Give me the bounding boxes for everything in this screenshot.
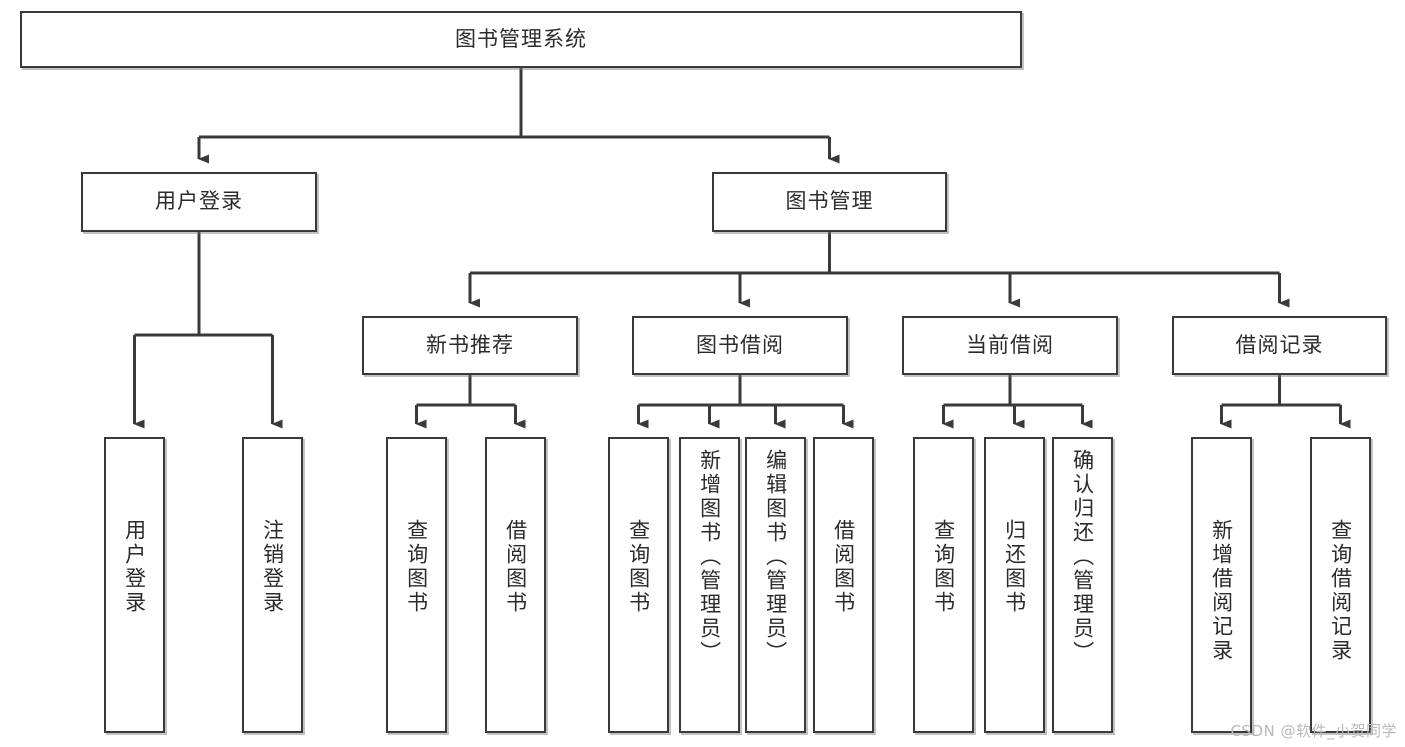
node-label-leaf-query-record: 查询借阅记录	[1328, 519, 1353, 663]
node-label-leaf-user-login: 用户登录	[122, 519, 147, 615]
node-label-leaf-query-book-3: 查询图书	[931, 519, 956, 615]
connector-edges	[133, 68, 1351, 429]
node-label-current-borrow: 当前借阅	[966, 332, 1054, 357]
node-label-leaf-add-record: 新增借阅记录	[1209, 519, 1234, 663]
node-leaf-user-login[interactable]: 用户登录	[104, 437, 165, 733]
node-leaf-query-record[interactable]: 查询借阅记录	[1310, 437, 1371, 733]
node-label-leaf-borrow-book-2: 借阅图书	[831, 519, 856, 615]
node-new-book-recommend[interactable]: 新书推荐	[362, 316, 578, 375]
node-leaf-query-book-2[interactable]: 查询图书	[608, 437, 669, 733]
node-label-leaf-borrow-book-1: 借阅图书	[503, 519, 528, 615]
node-label-book-manage: 图书管理	[785, 189, 874, 214]
node-label-new-book-recommend: 新书推荐	[426, 332, 514, 357]
node-leaf-borrow-book-2[interactable]: 借阅图书	[813, 437, 874, 733]
node-leaf-return-book[interactable]: 归还图书	[984, 437, 1045, 733]
node-label-leaf-logout: 注销登录	[260, 519, 285, 615]
node-book-manage[interactable]: 图书管理	[712, 172, 947, 232]
node-label-leaf-query-book-1: 查询图书	[404, 519, 429, 615]
node-leaf-confirm-return[interactable]: 确认归还（管理员）	[1052, 437, 1113, 733]
node-borrow-record[interactable]: 借阅记录	[1172, 316, 1387, 375]
watermark: CSDN @软件_小贺同学	[1230, 722, 1397, 740]
node-label-leaf-query-book-2: 查询图书	[626, 519, 651, 615]
node-root[interactable]: 图书管理系统	[20, 11, 1022, 68]
node-label-borrow-record: 借阅记录	[1235, 332, 1324, 357]
node-label-leaf-edit-book: 编辑图书（管理员）	[763, 449, 788, 665]
node-user-login[interactable]: 用户登录	[81, 172, 317, 232]
node-leaf-edit-book[interactable]: 编辑图书（管理员）	[745, 437, 806, 733]
node-label-book-borrow: 图书借阅	[696, 332, 784, 357]
node-leaf-add-book[interactable]: 新增图书（管理员）	[679, 437, 740, 733]
node-label-leaf-return-book: 归还图书	[1002, 519, 1027, 615]
node-leaf-query-book-3[interactable]: 查询图书	[913, 437, 974, 733]
node-leaf-borrow-book-1[interactable]: 借阅图书	[485, 437, 546, 733]
node-current-borrow[interactable]: 当前借阅	[902, 316, 1118, 375]
node-label-leaf-add-book: 新增图书（管理员）	[697, 449, 722, 665]
node-label-user-login: 用户登录	[155, 189, 243, 214]
node-label-leaf-confirm-return: 确认归还（管理员）	[1070, 449, 1095, 665]
node-book-borrow[interactable]: 图书借阅	[632, 316, 848, 375]
node-leaf-query-book-1[interactable]: 查询图书	[386, 437, 447, 733]
node-leaf-logout[interactable]: 注销登录	[242, 437, 303, 733]
node-label-root: 图书管理系统	[455, 26, 587, 51]
node-leaf-add-record[interactable]: 新增借阅记录	[1191, 437, 1252, 733]
